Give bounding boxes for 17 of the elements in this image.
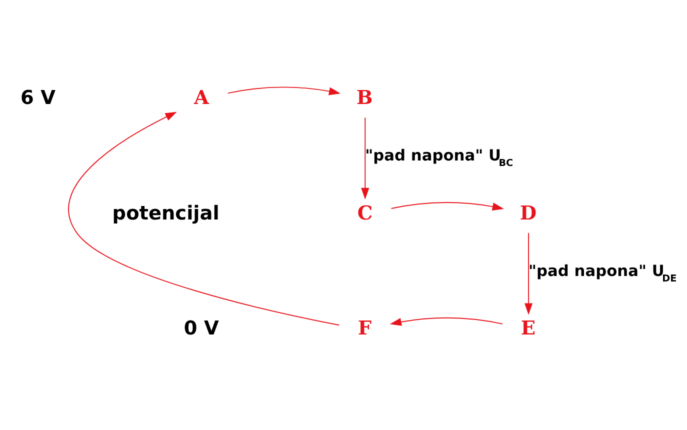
node-text: E [520,316,536,340]
node-text: D [520,200,537,224]
label: 0 V [184,316,219,340]
edge-label: "pad napona" U$_{BC}$ [365,146,514,169]
node-text: B [356,85,373,108]
arrow [361,116,370,199]
node-text: C [357,200,373,224]
label: 6 V [20,85,56,108]
arrow [524,232,533,314]
node-text: A [194,85,209,108]
arrow [68,111,340,326]
arrow [390,202,504,210]
arrow [390,316,504,326]
label: potencijal [112,200,220,224]
arrow [227,86,341,95]
edge-label: "pad napona" U$_{DE}$ [528,261,677,284]
node-text: F [358,316,372,340]
